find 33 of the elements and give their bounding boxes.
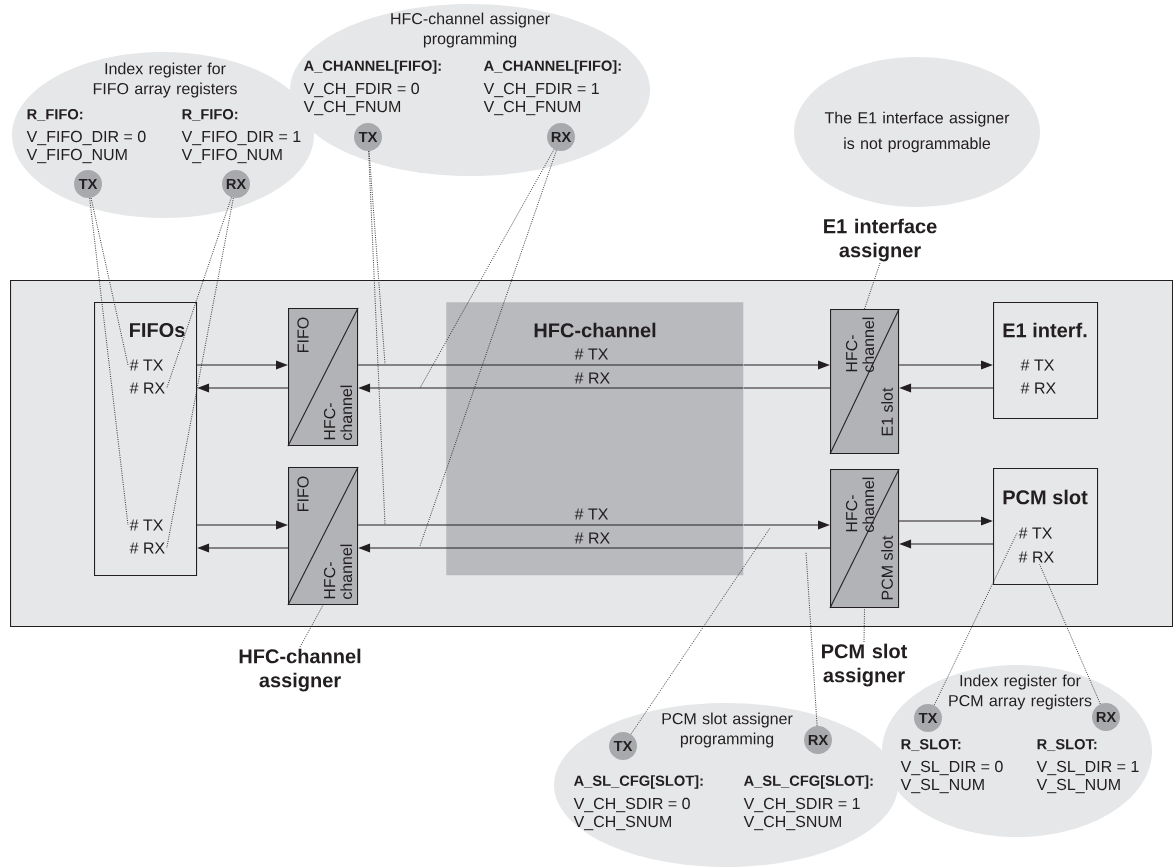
leader-line bbox=[805, 551, 818, 727]
leader-line bbox=[166, 197, 234, 549]
leader-line bbox=[89, 197, 129, 526]
assigner-box: HFC-channel PCM slot bbox=[829, 468, 900, 609]
leader-line bbox=[368, 150, 386, 526]
assigner-box: FIFO HFC-channel bbox=[287, 307, 359, 447]
callout-label: E1 interface assigner bbox=[824, 218, 937, 262]
leader-line bbox=[863, 607, 865, 643]
channel-area: HFC-channel # TX # RX # TX # RX bbox=[445, 302, 744, 576]
leader-line bbox=[933, 532, 1018, 706]
block-box: E1 interf. # TX # RX bbox=[993, 302, 1099, 420]
callout-label: HFC-channel assigner bbox=[239, 648, 361, 692]
leader-line bbox=[419, 150, 557, 547]
leader-line bbox=[630, 527, 771, 735]
port-label: # RX bbox=[1018, 551, 1054, 563]
leader-line bbox=[864, 262, 881, 310]
leader-line bbox=[1039, 563, 1101, 705]
assigner-box: FIFO HFC-channel bbox=[287, 466, 359, 606]
node-label: A_CHANNEL[FIFO]: bbox=[483, 60, 621, 74]
node-label: V_CH_FDIR = 1 bbox=[483, 82, 599, 98]
port-label: # TX bbox=[129, 359, 164, 371]
port-label: # RX bbox=[129, 382, 165, 394]
node-label: V_CH_FNUM bbox=[483, 100, 581, 116]
port-label: # TX bbox=[129, 519, 164, 531]
port-label: # TX bbox=[1018, 527, 1053, 539]
leader-line bbox=[368, 150, 386, 365]
leader-line bbox=[299, 604, 324, 648]
leader-line bbox=[90, 197, 129, 366]
leader-line bbox=[166, 197, 232, 389]
leader-line bbox=[419, 148, 555, 389]
port-label: # RX bbox=[129, 542, 165, 554]
node-label: HFC-channel assigner programming bbox=[391, 12, 550, 48]
assigner-box: HFC-channel E1 slot bbox=[829, 308, 900, 455]
